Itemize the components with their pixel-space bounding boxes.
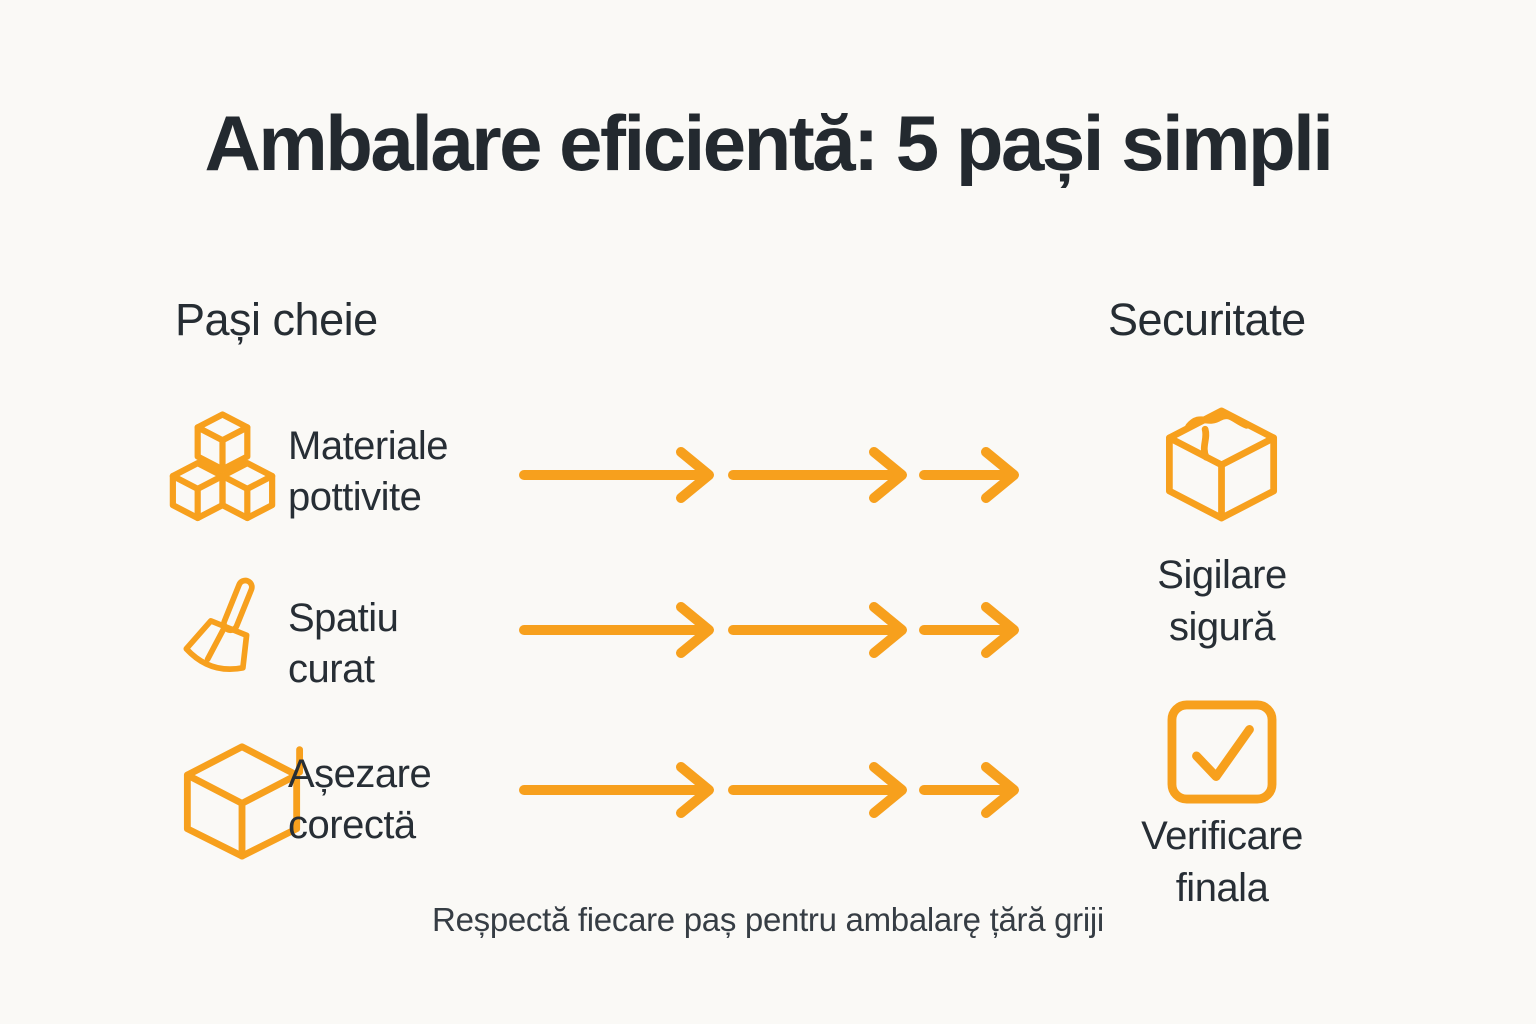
brush-icon: [183, 577, 255, 673]
footer-caption: Reșpectă fiecare paș pentru ambalarę țăr…: [432, 901, 1104, 938]
right-arrow-icon: [519, 762, 1019, 818]
sealed-box-icon: [1166, 407, 1278, 522]
security-label: Sigilare sigură: [1157, 553, 1287, 649]
open-box-icon: [183, 743, 304, 860]
security-label: Verificare finala: [1141, 814, 1303, 910]
left-column-header: Pași cheie: [175, 294, 378, 345]
checkbox-icon: [1167, 700, 1277, 804]
right-arrow-icon: [519, 602, 1019, 658]
right-arrow-icon: [519, 447, 1019, 503]
step-label: Spatiu curat: [288, 596, 399, 691]
stacked-cubes-icon: [169, 411, 276, 522]
step-label: Așezare corectä: [288, 752, 432, 847]
page-title: Ambalare eficientă: 5 pași simpli: [204, 99, 1334, 187]
right-column-header: Securitate: [1108, 294, 1306, 345]
step-label: Materiale pottivite: [288, 424, 449, 519]
